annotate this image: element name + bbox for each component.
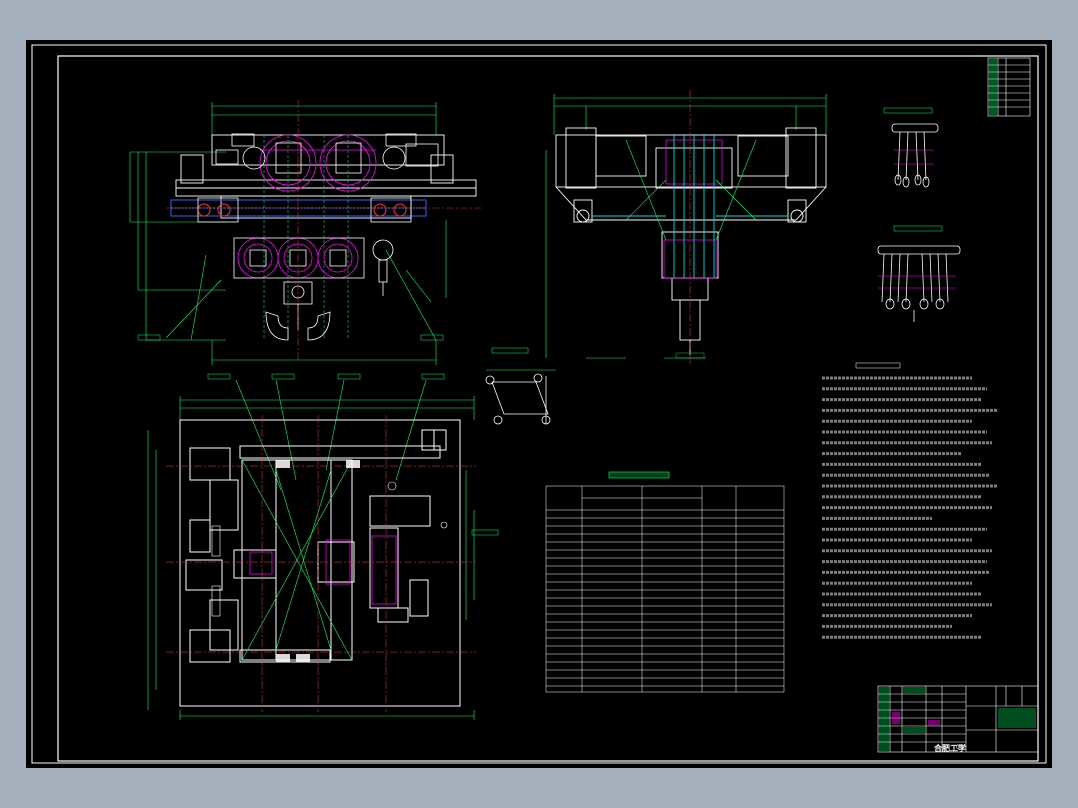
cad-drawing xyxy=(31,44,1047,764)
plan-view xyxy=(147,373,499,720)
main-elevation-view xyxy=(129,100,481,365)
revision-table xyxy=(987,57,1031,117)
trolley-wheel-diagram xyxy=(485,347,556,425)
outer-frame xyxy=(31,44,1047,764)
drawing-sheet: 合肥工学 01 xyxy=(26,40,1052,768)
title-block xyxy=(877,685,1039,753)
reeving-diagram-upper xyxy=(883,107,939,188)
reeving-diagram-lower xyxy=(877,225,961,322)
side-elevation-view xyxy=(545,90,827,365)
inner-frame xyxy=(57,55,1039,762)
sheet-number: 01 xyxy=(956,744,964,751)
school-name: 合肥工学 xyxy=(934,744,966,753)
parameter-table xyxy=(545,471,785,693)
